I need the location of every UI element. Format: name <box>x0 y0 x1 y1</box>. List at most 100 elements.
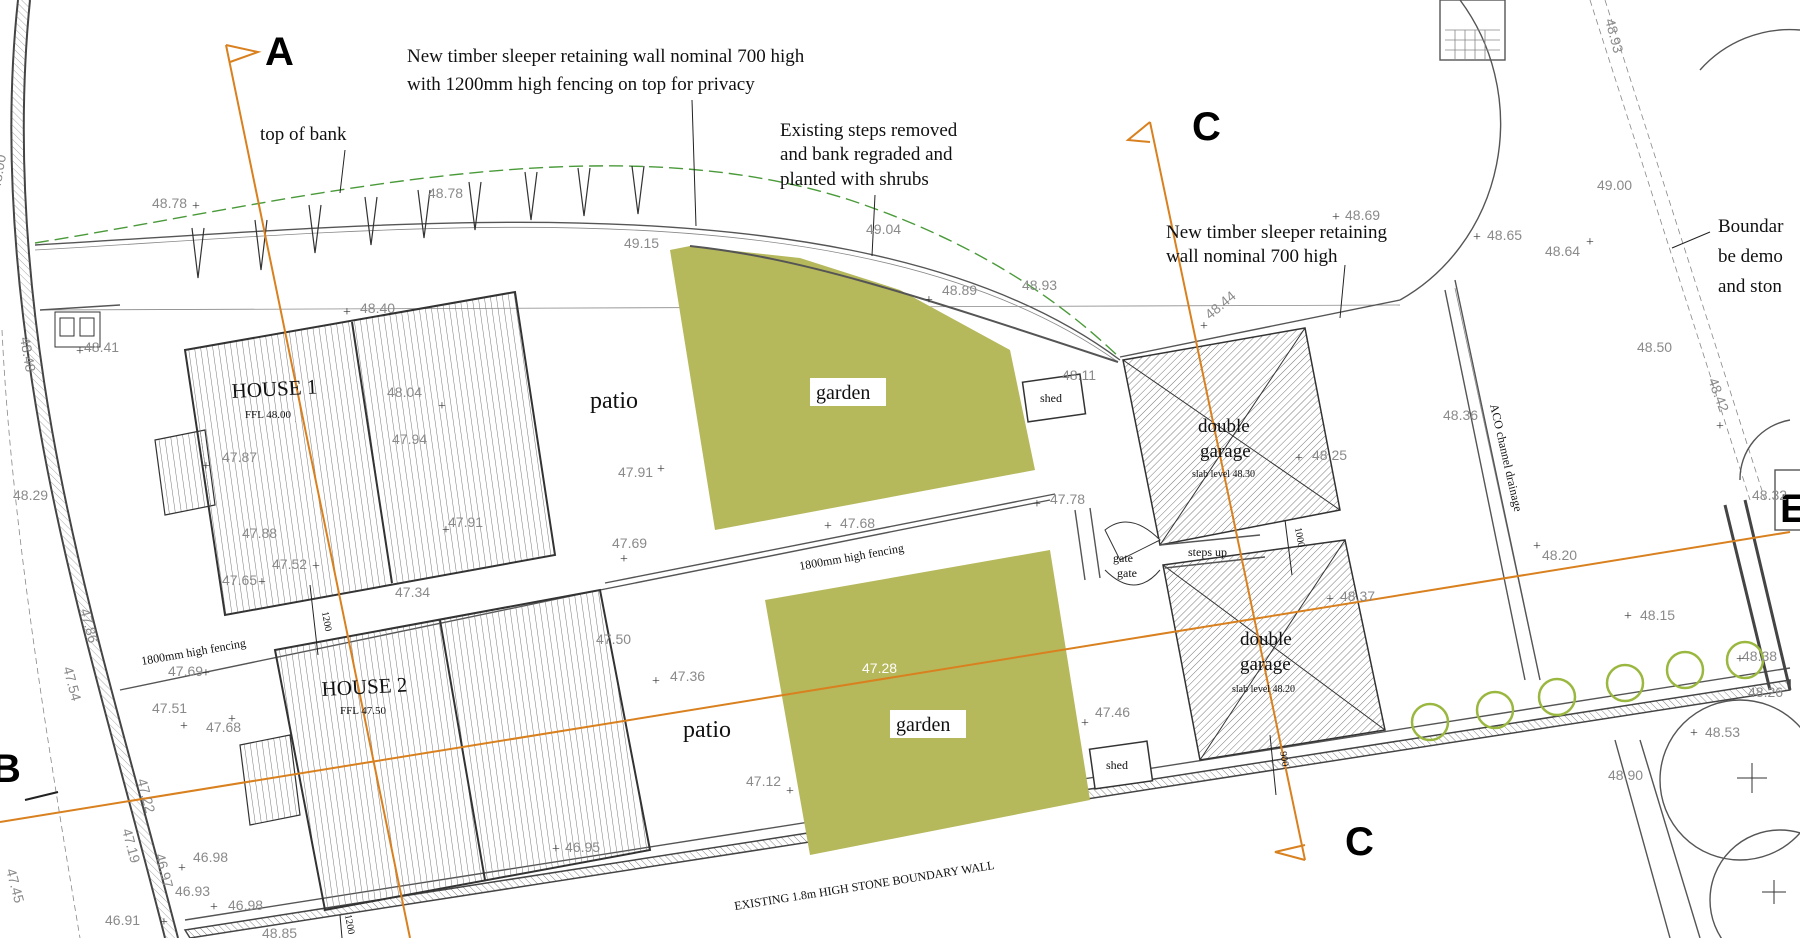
note-retaining-wall-1: New timber sleeper retaining wall nomina… <box>407 46 805 67</box>
level-label: 47.86 <box>77 607 102 645</box>
level-label: 48.78 <box>428 185 463 201</box>
svg-text:+: + <box>210 900 218 915</box>
level-label: 48.64 <box>1545 243 1580 259</box>
note-boundary-3: and ston <box>1718 276 1782 297</box>
level-label: 47.68 <box>840 515 875 531</box>
shed-1 <box>1021 373 1087 423</box>
level-label: 47.68 <box>206 719 241 735</box>
svg-text:+: + <box>824 519 832 534</box>
section-line-c <box>1125 121 1306 861</box>
level-label: 46.91 <box>105 912 140 928</box>
section-label-c-bottom: C <box>1345 820 1374 864</box>
garage-2-slab: slab level 48.20 <box>1232 684 1295 695</box>
level-label: 47.78 <box>1050 491 1085 507</box>
svg-text:+: + <box>1326 592 1334 607</box>
level-label: 48.29 <box>13 487 48 503</box>
bank-slope-markers <box>191 165 645 279</box>
level-label: 47.91 <box>448 514 483 530</box>
level-label: 48.32 <box>1752 487 1787 503</box>
dim-1200-b: 1200 <box>342 914 356 936</box>
gate-label-2: gate <box>1117 566 1137 580</box>
shed-2 <box>1088 740 1154 790</box>
level-label: 48.41 <box>84 339 119 355</box>
level-label: 47.65 <box>222 572 257 588</box>
level-label: 46.93 <box>175 883 210 899</box>
garage-1-label-2: garage <box>1200 441 1251 462</box>
level-label: 48.20 <box>1542 547 1577 563</box>
note-retaining-wall-2: with 1200mm high fencing on top for priv… <box>407 74 755 95</box>
house-1-label: HOUSE 1 <box>231 375 318 403</box>
garden-2-label: garden <box>896 714 950 736</box>
garden-2-area <box>765 550 1090 855</box>
level-label: 47.45 <box>3 867 28 905</box>
house-1-building <box>154 290 557 617</box>
note-boundary-wall: EXISTING 1.8m HIGH STONE BOUNDARY WALL <box>733 858 995 913</box>
note-retaining-wall-3: New timber sleeper retaining <box>1166 222 1388 243</box>
svg-text:+: + <box>202 459 210 474</box>
note-steps-2: and bank regraded and <box>780 144 953 165</box>
section-label-e: E <box>1780 487 1800 531</box>
svg-text:+: + <box>258 575 266 590</box>
svg-text:+: + <box>652 674 660 689</box>
svg-text:+: + <box>1533 539 1541 554</box>
level-label: 48.89 <box>942 282 977 298</box>
svg-text:+: + <box>1586 235 1594 250</box>
patio-1-label: patio <box>590 388 638 414</box>
level-label: 47.36 <box>670 668 705 684</box>
level-label: 47.28 <box>862 660 897 676</box>
section-label-a: A <box>265 30 294 74</box>
level-label: 47.87 <box>222 449 257 465</box>
svg-text:+: + <box>192 199 200 214</box>
garage-1-slab: slab level 48.30 <box>1192 469 1255 480</box>
level-label: 48.04 <box>387 384 422 400</box>
svg-text:+: + <box>1332 210 1340 225</box>
level-label: 48.36 <box>1443 407 1478 423</box>
garden-1-label: garden <box>816 382 870 404</box>
svg-text:+: + <box>160 915 168 930</box>
svg-text:+: + <box>178 861 186 876</box>
level-label: 46.98 <box>228 897 263 913</box>
level-label: 48.53 <box>1705 724 1740 740</box>
left-boundary-wall <box>1 0 179 938</box>
level-label: 48.15 <box>1640 607 1675 623</box>
tree-row <box>1410 640 1765 742</box>
svg-text:+: + <box>620 552 628 567</box>
level-label: 49.15 <box>624 235 659 251</box>
level-label: 48.93 <box>1022 277 1057 293</box>
note-steps-3: planted with shrubs <box>780 169 929 190</box>
level-label: 47.69 <box>168 663 203 679</box>
level-label: 48.78 <box>152 195 187 211</box>
aco-channel-line <box>1454 279 1541 681</box>
svg-text:+: + <box>180 719 188 734</box>
level-label: 47.51 <box>152 700 187 716</box>
svg-text:+: + <box>343 305 351 320</box>
level-label: 47.69 <box>612 535 647 551</box>
level-label: 47.54 <box>60 665 85 703</box>
section-line-a <box>225 44 411 938</box>
level-label: 48.44 <box>1202 287 1239 322</box>
level-label: 47.52 <box>272 556 307 572</box>
right-boundary <box>1399 0 1800 938</box>
level-label: 48.85 <box>262 925 297 938</box>
section-label-c-top: C <box>1192 105 1221 149</box>
level-label: 47.88 <box>242 525 277 541</box>
level-label: 47.12 <box>746 773 781 789</box>
svg-text:+: + <box>925 293 933 308</box>
note-top-of-bank: top of bank <box>260 124 347 145</box>
section-line-b <box>0 531 1791 823</box>
level-label: 47.34 <box>395 584 430 600</box>
house-1-ffl: FFL 48.00 <box>245 409 292 421</box>
svg-text:+: + <box>786 784 794 799</box>
level-label: 48.42 <box>1705 376 1732 415</box>
svg-text:+: + <box>1716 419 1724 434</box>
house-2-label: HOUSE 2 <box>321 673 408 701</box>
bin-store <box>54 311 101 348</box>
level-label: 48.48 <box>17 336 39 373</box>
garage-2-building <box>1162 539 1386 761</box>
garage-2-label-2: garage <box>1240 654 1291 675</box>
level-label: 48.11 <box>1062 367 1096 383</box>
section-label-b: B <box>0 747 21 791</box>
svg-text:+: + <box>442 523 450 538</box>
level-label: 49.00 <box>1597 177 1632 193</box>
note-boundary-2: be demo <box>1718 246 1783 267</box>
